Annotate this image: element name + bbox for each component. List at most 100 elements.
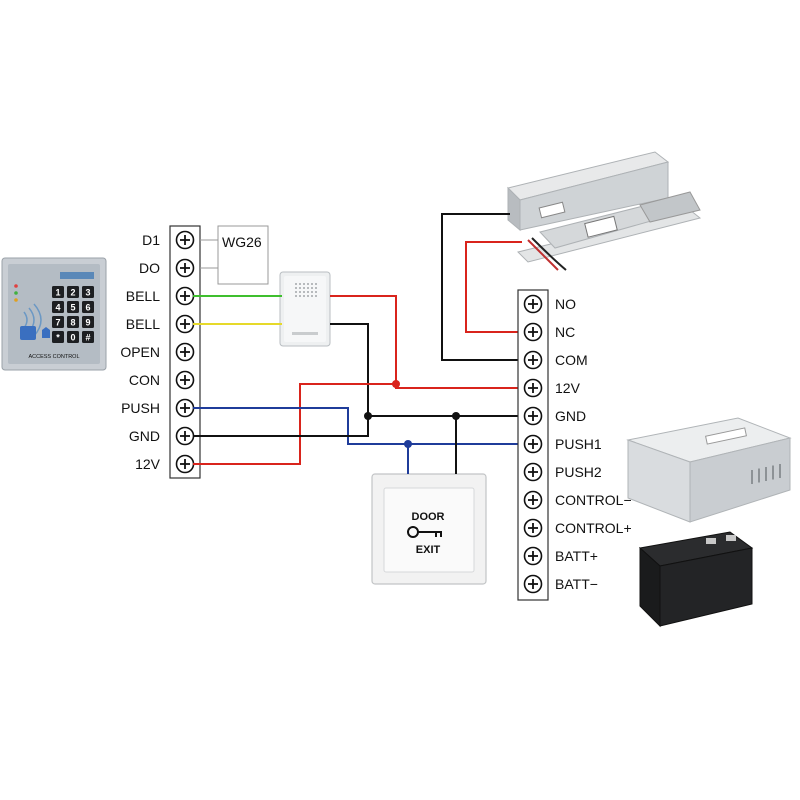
svg-text:5: 5	[70, 303, 75, 313]
left-terminal-screw-icon	[175, 342, 195, 362]
left-terminal-screw-icon	[175, 398, 195, 418]
right-terminal-label-controlminus: CONTROL−	[555, 492, 632, 508]
left-terminal-screw-icon	[175, 258, 195, 278]
svg-text:3: 3	[85, 288, 90, 298]
wiegand-label: WG26	[222, 234, 262, 250]
svg-text:#: #	[85, 333, 90, 343]
svg-text:2: 2	[70, 288, 75, 298]
keypad-key: 5	[67, 301, 79, 313]
junction-dot	[392, 380, 400, 388]
key-icon	[407, 526, 442, 538]
magnetic-lock-device	[507, 151, 670, 232]
right-terminal-screw-icon	[523, 378, 543, 398]
right-terminal-screw-icon	[523, 546, 543, 566]
left-terminal-label-d1: D1	[142, 232, 160, 248]
right-terminal-screw-icon	[523, 518, 543, 538]
left-terminal-screw-icon	[175, 314, 195, 334]
power-led-icon	[14, 284, 18, 288]
right-terminal-label-battminus: BATT−	[555, 576, 598, 592]
right-terminal-label-com: COM	[555, 352, 588, 368]
wire	[330, 323, 369, 416]
wires	[193, 213, 525, 474]
card-icon	[20, 326, 36, 340]
keypad-key: 6	[82, 301, 94, 313]
junction-dot	[452, 412, 460, 420]
keypad-brand-strip	[60, 272, 94, 279]
right-terminal-screw-icon	[523, 322, 543, 342]
wire	[441, 213, 525, 361]
right-terminal-label-controlplus: CONTROL+	[555, 520, 632, 536]
right-terminal-block	[517, 289, 549, 601]
right-terminal-screw-icon	[523, 434, 543, 454]
keypad-key: 7	[52, 316, 64, 328]
keypad-key: 9	[82, 316, 94, 328]
left-terminal-screw-icon	[175, 426, 195, 446]
bolt-lock-device	[517, 191, 702, 271]
left-terminal-label-bell: BELL	[126, 288, 160, 304]
wire	[465, 241, 525, 333]
keypad-key: 4	[52, 301, 64, 313]
exit-button-device: DOOR EXIT	[371, 473, 487, 585]
right-terminal-screw-icon	[523, 462, 543, 482]
wire	[193, 407, 525, 445]
power-supply-device	[626, 417, 792, 523]
vent-slots-icon	[751, 464, 781, 484]
left-terminal-screw-icon	[175, 286, 195, 306]
svg-text:7: 7	[55, 318, 60, 328]
svg-text:8: 8	[70, 318, 75, 328]
wire	[330, 295, 525, 389]
keypad-key: 0	[67, 331, 79, 343]
svg-text:1: 1	[55, 288, 60, 298]
left-terminal-label-12v: 12V	[135, 456, 161, 472]
right-terminal-screw-icon	[523, 490, 543, 510]
right-terminal-label-gnd: GND	[555, 408, 586, 424]
svg-text:*: *	[56, 333, 60, 343]
left-terminal-screw-icon	[175, 370, 195, 390]
left-terminal-label-gnd: GND	[129, 428, 160, 444]
junction-dot	[364, 412, 372, 420]
right-terminal-screw-icon	[523, 574, 543, 594]
keypad-key: 3	[82, 286, 94, 298]
left-terminal-screw-icon	[175, 454, 195, 474]
keypad-key: 1	[52, 286, 64, 298]
svg-text:9: 9	[85, 318, 90, 328]
left-terminal-label-open: OPEN	[120, 344, 160, 360]
speaker-grille-icon	[295, 283, 317, 297]
left-terminal-label-push: PUSH	[121, 400, 160, 416]
left-terminal-label-bell: BELL	[126, 316, 160, 332]
wiegand-module: WG26	[200, 225, 269, 285]
junction-dot	[404, 440, 412, 448]
right-terminal-label-12v: 12V	[555, 380, 581, 396]
keypad-footer: ACCESS CONTROL	[28, 354, 79, 360]
right-terminal-label-no: NO	[555, 296, 576, 312]
right-terminal-label-nc: NC	[555, 324, 575, 340]
right-terminal-screw-icon	[523, 294, 543, 314]
svg-text:6: 6	[85, 303, 90, 313]
left-terminal-screw-icon	[175, 230, 195, 250]
keypad-key: 8	[67, 316, 79, 328]
exit-label: EXIT	[416, 544, 441, 556]
left-terminal-block	[169, 225, 201, 479]
wire	[193, 415, 525, 437]
right-terminal-screw-icon	[523, 406, 543, 426]
svg-text:0: 0	[70, 333, 75, 343]
battery-device	[638, 531, 754, 628]
svg-text:4: 4	[55, 303, 60, 313]
left-terminal-label-do: DO	[139, 260, 160, 276]
door-label: DOOR	[412, 511, 445, 523]
keypad-key: #	[82, 331, 94, 343]
left-terminal-label-con: CON	[129, 372, 160, 388]
right-terminal-label-push2: PUSH2	[555, 464, 602, 480]
wire	[193, 383, 396, 465]
doorbell-device	[279, 271, 331, 347]
right-terminal-screw-icon	[523, 350, 543, 370]
right-terminal-label-push1: PUSH1	[555, 436, 602, 452]
ok-led-icon	[14, 291, 18, 295]
keypad-key: 2	[67, 286, 79, 298]
right-terminal-label-battplus: BATT+	[555, 548, 598, 564]
keypad-key: *	[52, 331, 64, 343]
alarm-led-icon	[14, 298, 18, 302]
